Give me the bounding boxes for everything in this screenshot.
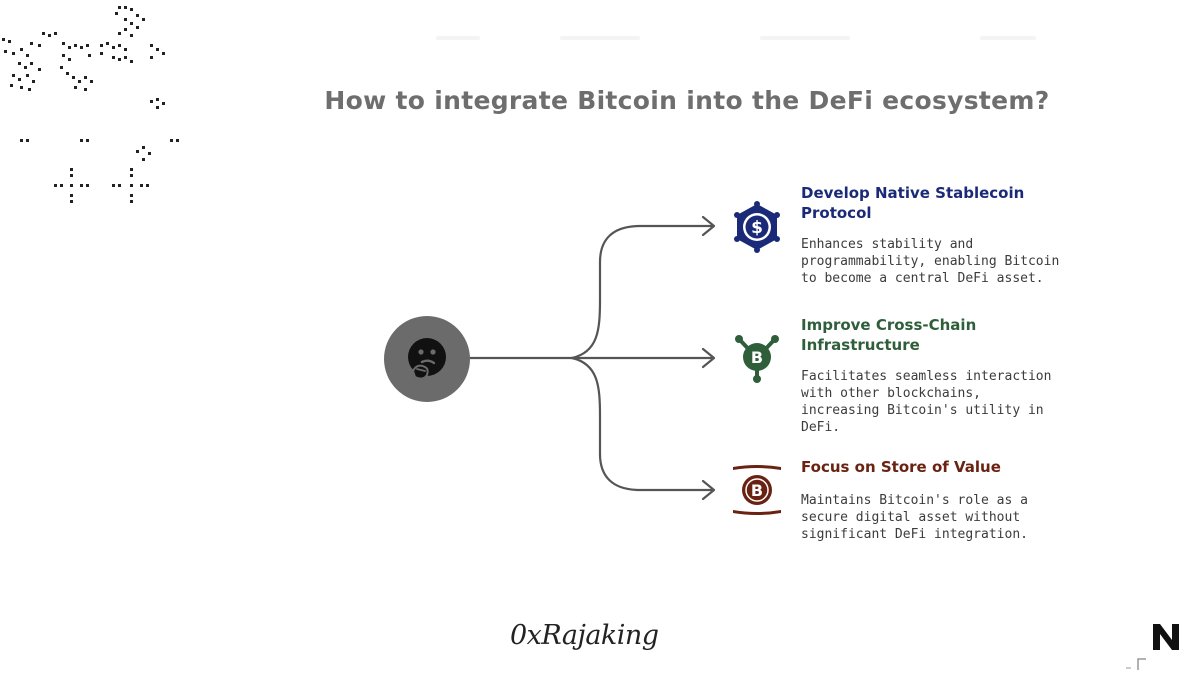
arrowhead-bottom xyxy=(701,479,716,501)
arrowhead-middle xyxy=(701,347,716,369)
faint-mark xyxy=(560,36,640,40)
item-desc-store-of-value: Maintains Bitcoin's role as a secure dig… xyxy=(801,493,1028,542)
bitcoin-scroll-icon: B xyxy=(731,464,783,516)
corner-mark-icon xyxy=(1126,658,1146,670)
item-desc-native-stablecoin: Enhances stability and programmability, … xyxy=(801,237,1060,286)
connector-branch-top xyxy=(570,224,714,360)
svg-text:$: $ xyxy=(751,218,763,238)
author-signature: 0xRajaking xyxy=(510,620,659,651)
bitcoin-network-icon: B xyxy=(731,332,783,384)
svg-text:B: B xyxy=(751,481,763,500)
svg-text:B: B xyxy=(751,348,763,367)
item-title-store-of-value: Focus on Store of Value xyxy=(801,458,1001,476)
item-desc-cross-chain: Facilitates seamless interaction with ot… xyxy=(801,369,1052,435)
dollar-badge-icon: $ xyxy=(731,201,783,253)
pixel-art-decoration xyxy=(2,6,179,203)
item-title-cross-chain: Improve Cross-Chain Infrastructure xyxy=(801,316,977,354)
faint-mark xyxy=(980,36,1036,40)
faint-mark xyxy=(760,36,850,40)
arrowhead-top xyxy=(701,215,716,237)
faint-mark xyxy=(436,36,480,40)
connector-branch-bottom xyxy=(570,356,714,492)
center-node xyxy=(384,316,470,402)
page-title: How to integrate Bitcoin into the DeFi e… xyxy=(324,86,1050,115)
n-logo-icon xyxy=(1153,624,1179,650)
item-title-native-stablecoin: Develop Native Stablecoin Protocol xyxy=(801,184,1025,222)
thinking-face-icon xyxy=(408,338,446,380)
